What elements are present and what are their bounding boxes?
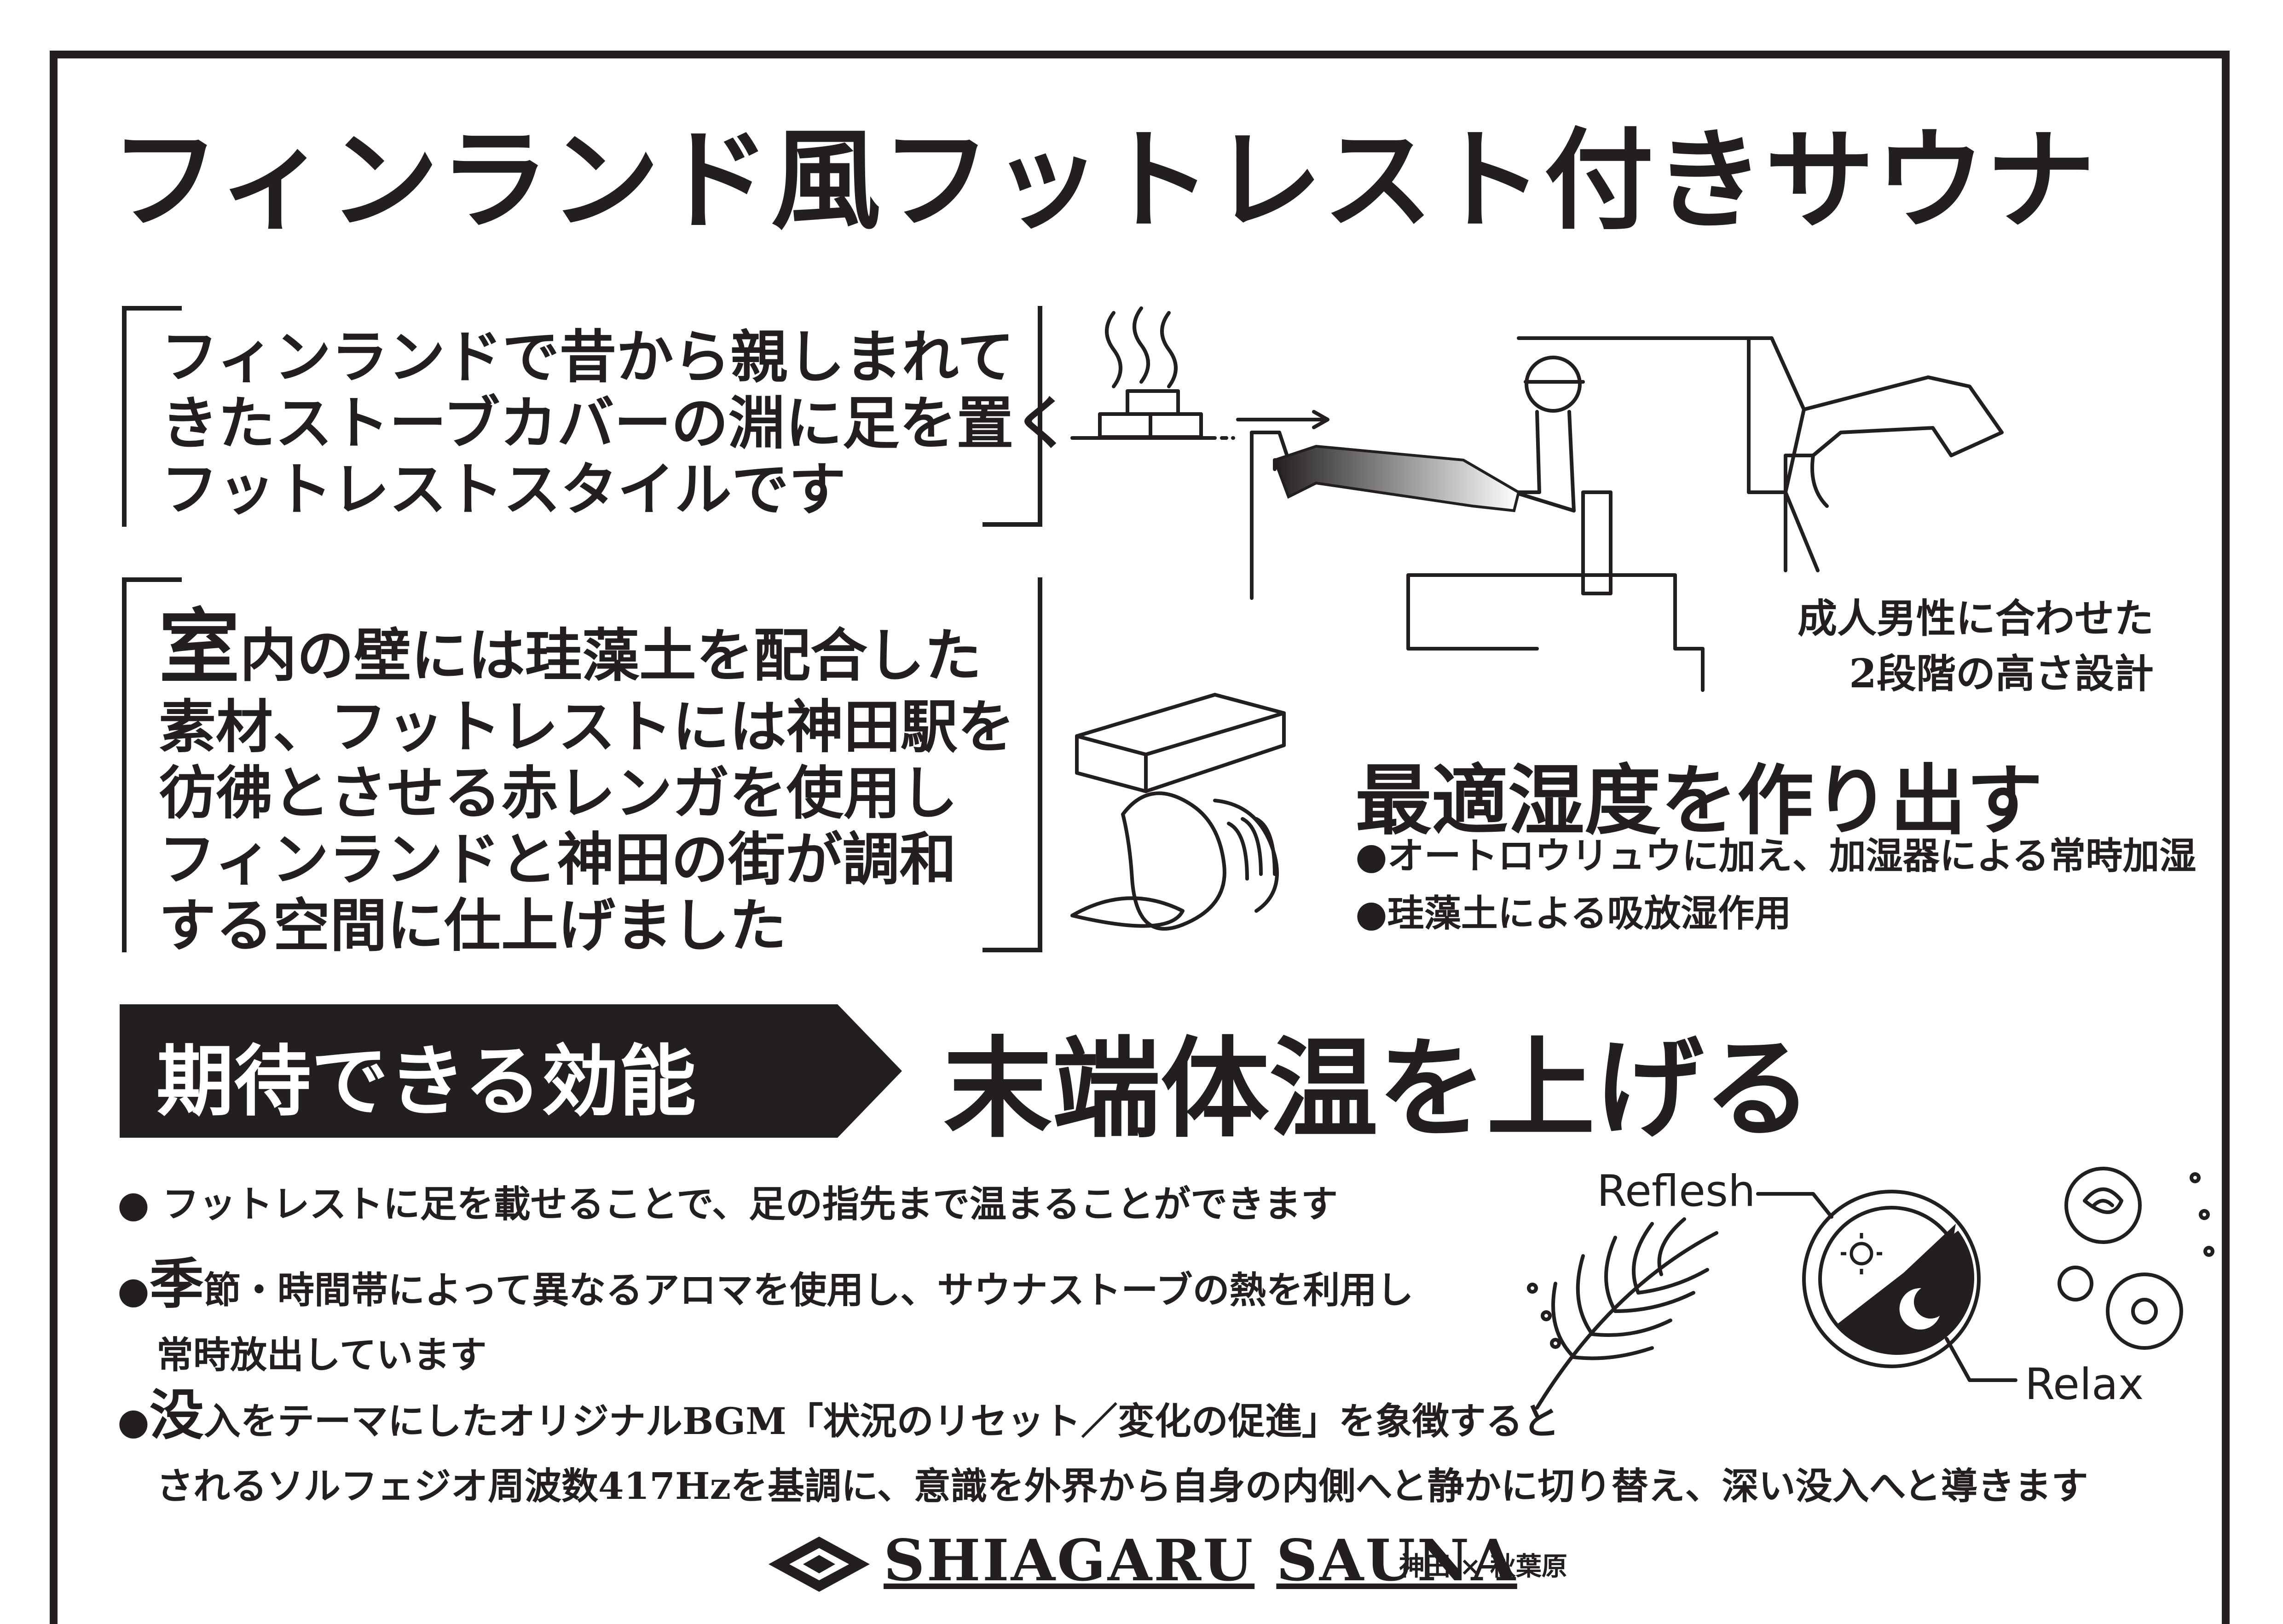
material-bracket [122,577,1042,952]
page-frame [50,51,2230,1624]
effect-banner: 期待できる効能 [120,1004,902,1138]
height-caption: 成人男性に合わせた 2段階の高さ設計 [1798,595,2154,697]
effect-banner-text: 期待できる効能 [156,1036,696,1127]
brick-plaster-illustration [1070,693,1286,931]
benefit-item-3: ●没入をテーマにしたオリジナルBGM「状況のリセット／変化の促進」を象徴すると … [117,1383,2088,1508]
effect-banner-shape [120,1004,902,1138]
footrest-sauna-illustration [1070,306,2004,692]
brand-logo-icon [769,1537,870,1592]
drop-cap: 室 [159,599,240,695]
humidity-heading: 最適湿度を作り出す [1355,756,2043,846]
intro-paragraph: フィンランドで昔から親しまれて きたストーブカバーの淵に足を置く フットレストス… [161,324,1071,523]
day-night-illustration [1527,1167,2214,1410]
page-title: フィンランド風フットレスト付きサウナ [110,116,2097,245]
relax-label: Relax [2025,1359,2144,1410]
humidity-bullet-1: ●オートロウリュウに加え、加湿器による常時加湿 [1355,834,2196,877]
benefit-item-2: ●季節・時間帯によって異なるアロマを使用し、サウナストーブの熱を利用し 常時放出… [117,1252,1414,1376]
effect-headline: 末端体温を上げる [943,1025,1813,1152]
intro-bracket [122,306,1042,527]
brand-location: 神田 × 秋葉原 [1399,1551,1567,1582]
material-paragraph: 室内の壁には珪藻土を配合した 素材、フットレストには神田駅を 彷彿とさせる赤レン… [159,599,1015,959]
humidity-bullet-2: ●珪藻土による吸放湿作用 [1355,892,1792,935]
brand-wordmark: SHIAGARU SAUNA [884,1527,1517,1594]
reflesh-label: Reflesh [1597,1166,1756,1216]
benefit-item-1: ● フットレストに足を載せることで、足の指先まで温まることができます [117,1182,1338,1226]
